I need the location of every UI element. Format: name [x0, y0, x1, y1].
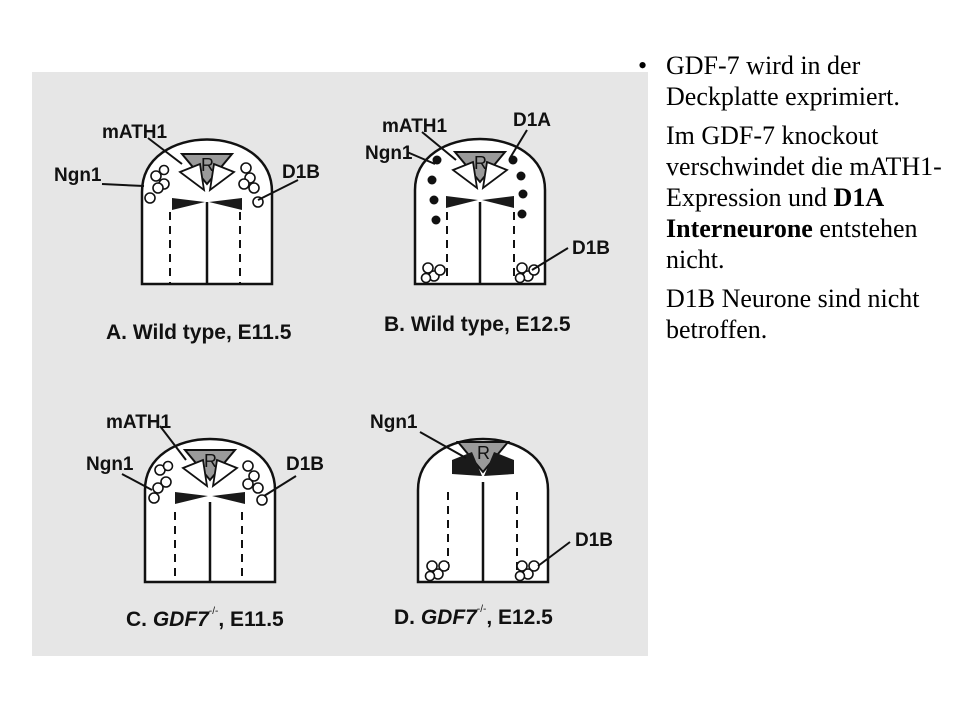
label-ngn1: Ngn1 — [370, 412, 418, 433]
leader-lines — [101, 137, 299, 201]
neural-tube-outline — [143, 437, 277, 584]
leader-lines — [419, 431, 571, 567]
caption-letter: A. — [106, 321, 127, 344]
ngn1-domain-left — [446, 196, 478, 208]
leader-lines — [121, 425, 297, 497]
label-d1b: D1B — [572, 238, 610, 259]
figure-svg: R mATH1 Ngn1 D1B A. Wild type, E11.5 — [54, 110, 613, 631]
roof-plate-letter: R — [201, 155, 214, 175]
roof-plate-letter: R — [474, 153, 487, 173]
paragraph-2-text-a: Im GDF-7 knockout verschwindet die mATH1… — [666, 121, 942, 212]
label-d1b: D1B — [286, 454, 324, 475]
caption-a: A. Wild type, E11.5 — [106, 321, 292, 344]
caption-rest: , E11.5 — [218, 608, 284, 631]
label-d1b: D1B — [282, 162, 320, 183]
d1b-neurons — [144, 162, 264, 208]
math1-domain-right — [208, 162, 236, 193]
paragraph-1: • GDF-7 wird in der Deckplatte exprimiert… — [630, 50, 950, 112]
panel-a-wild-type-e11-5: R mATH1 Ngn1 D1B A. Wild type, E11.5 — [54, 122, 320, 344]
neural-tube-outline — [416, 437, 550, 584]
label-ngn1: Ngn1 — [365, 143, 413, 164]
paragraph-1-text: GDF-7 wird in der Deckplatte exprimiert. — [666, 51, 900, 111]
ngn1-domain-right — [209, 198, 242, 210]
neural-tube-outline — [140, 138, 274, 286]
bullet-dot: • — [638, 51, 648, 80]
label-math1: mATH1 — [106, 412, 172, 433]
label-d1a: D1A — [513, 110, 551, 131]
caption-gene: GDF7 — [153, 608, 210, 631]
d1a-neurons — [427, 155, 528, 225]
caption-b: B. Wild type, E12.5 — [384, 313, 571, 336]
math1-domain-left — [181, 458, 209, 489]
roof-plate-letter: R — [477, 443, 490, 463]
caption-d: D. GDF7-/-, E12.5 — [394, 604, 553, 629]
paragraph-2-bold: D1A Interneurone — [666, 183, 883, 243]
caption-rest: , E12.5 — [486, 606, 553, 629]
math1-domain-right — [211, 458, 239, 489]
ngn1-domain-right — [484, 452, 514, 476]
ngn1-domain-left — [452, 452, 482, 476]
caption-superscript: -/- — [477, 604, 486, 615]
d1b-neurons — [424, 560, 540, 582]
paragraph-2-text-b: entstehen nicht. — [666, 214, 918, 274]
caption-text: Wild type, E11.5 — [133, 321, 292, 344]
label-ngn1: Ngn1 — [54, 165, 102, 186]
ngn1-domain-right — [482, 196, 514, 208]
paragraph-3: D1B Neurone sind nicht betroffen. — [630, 283, 950, 345]
caption-letter: C. — [126, 608, 147, 631]
roof-plate-letter: R — [204, 451, 217, 471]
caption-letter: B. — [384, 313, 405, 336]
label-ngn1: Ngn1 — [86, 454, 134, 475]
label-d1b: D1B — [575, 530, 613, 551]
caption-superscript: -/- — [209, 606, 218, 617]
math1-domain-left — [178, 162, 206, 193]
neural-tube-outline — [413, 137, 547, 286]
ngn1-domain-left — [175, 492, 208, 504]
math1-domain-left — [451, 160, 479, 191]
panel-d-gdf7-knockout-e12-5: R Ngn1 D1B D. GDF7-/-, E12.5 — [370, 412, 613, 629]
label-math1: mATH1 — [102, 122, 168, 143]
ngn1-domain-right — [212, 492, 245, 504]
caption-gene: GDF7 — [421, 606, 478, 629]
d1b-neurons — [420, 262, 540, 284]
caption-letter: D. — [394, 606, 415, 629]
caption-text: Wild type, E12.5 — [411, 313, 571, 336]
caption-c: C. GDF7-/-, E11.5 — [126, 606, 284, 631]
panel-b-wild-type-e12-5: R mATH1 Ngn1 D1A D1B B. Wild — [365, 110, 610, 336]
d1b-neurons — [148, 460, 268, 506]
paragraph-3-text: D1B Neurone sind nicht betroffen. — [666, 284, 920, 344]
slide-text: • GDF-7 wird in der Deckplatte exprimiert… — [630, 50, 950, 353]
figure-panel: R mATH1 Ngn1 D1B A. Wild type, E11.5 — [32, 72, 648, 656]
leader-lines — [406, 129, 569, 271]
panel-c-gdf7-knockout-e11-5: R mATH1 Ngn1 D1B C. GDF7-/-, E11.5 — [86, 412, 324, 631]
paragraph-2: Im GDF-7 knockout verschwindet die mATH1… — [630, 120, 950, 275]
label-math1: mATH1 — [382, 116, 448, 137]
math1-domain-right — [481, 160, 509, 191]
ngn1-domain-left — [172, 198, 205, 210]
